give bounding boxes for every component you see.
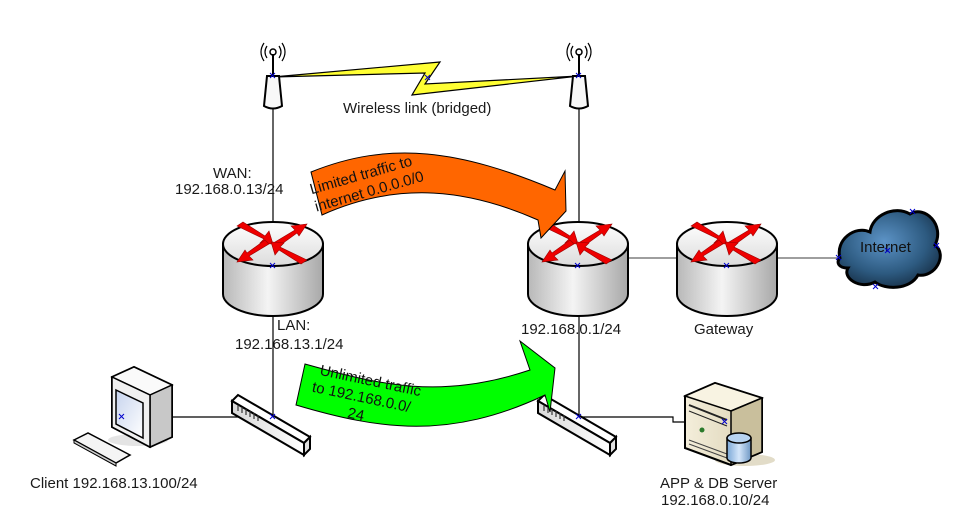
client-computer-icon: [72, 365, 174, 467]
wan-ip: 192.168.0.13/24: [175, 181, 283, 198]
lan-label: LAN:: [277, 317, 310, 334]
gateway-router-icon: [676, 221, 778, 317]
lan-ip: 192.168.13.1/24: [235, 336, 343, 353]
app-db-server-icon: [682, 381, 775, 467]
gateway-label: Gateway: [694, 321, 754, 338]
connection-markers: [118, 72, 940, 425]
limited-traffic-arrow: Limited traffic to internet 0.0.0.0/0: [308, 152, 567, 240]
server-ip: 192.168.0.10/24: [661, 492, 769, 509]
wan-label: WAN:: [213, 165, 252, 182]
unlimited-traffic-line-3: 24: [346, 405, 366, 425]
router-ip: 192.168.0.1/24: [521, 321, 621, 338]
server-label: APP & DB Server: [660, 475, 777, 492]
internet-label: Internet: [860, 239, 912, 256]
left-router-icon: [222, 221, 324, 317]
client-label: Client 192.168.13.100/24: [30, 475, 198, 492]
wireless-link-label: Wireless link (bridged): [343, 100, 491, 117]
unlimited-traffic-arrow: Unlimited traffic to 192.168.0.0/ 24: [295, 339, 556, 427]
